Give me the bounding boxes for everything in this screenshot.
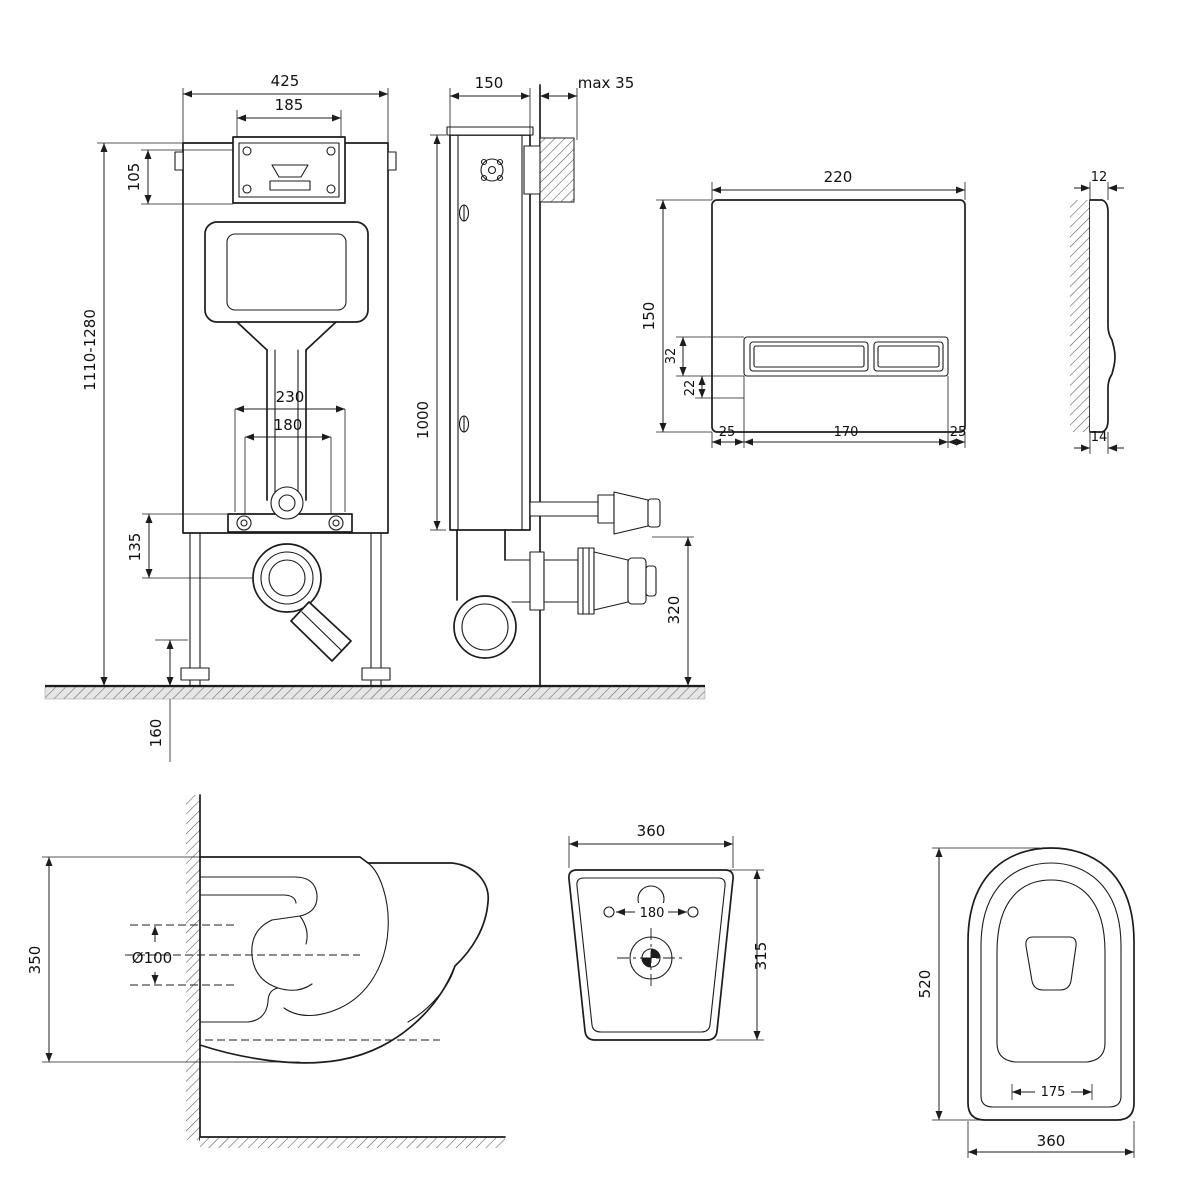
bowl-back-view: 180 360 315 [568,822,770,1041]
dim-plate-left-margin: 25 [719,425,736,440]
dim-outlet-height: 135 [126,533,144,562]
dim-drain-height: 320 [665,596,683,625]
dim-outlet-diameter: Ø100 [132,949,172,967]
dim-top-width: 360 [1037,1132,1066,1150]
bowl-side-view: 350 Ø100 [26,794,506,1148]
dim-bowl-height: 350 [26,946,44,975]
dim-plate-bottom-thickness: 14 [1091,430,1108,445]
dim-button-span: 170 [834,425,859,440]
dim-foot-height: 160 [147,719,165,748]
dim-plate-width: 220 [824,168,853,186]
floor [44,684,706,700]
frame-front-view: 425 185 105 1110-1280 230 180 135 160 [81,72,397,762]
dim-back-width: 360 [637,822,666,840]
dim-button-bottom-offset: 22 [683,380,698,397]
dim-outlet-span: 180 [274,416,303,434]
frame-side-view: 150 max 35 1000 320 [414,74,694,687]
flush-plate-side-view: 12 14 [1070,170,1124,454]
dim-plate-top-thickness: 12 [1091,170,1108,185]
dim-top-depth: 520 [916,970,934,999]
dim-frame-depth: 150 [475,74,504,92]
dim-wall-adjust: max 35 [578,74,635,92]
flush-plate-front-view: 220 150 32 22 25 170 25 [640,168,966,448]
dim-access-width: 185 [275,96,304,114]
bowl-top-view: 520 175 360 [916,847,1135,1158]
dim-frame-width: 425 [271,72,300,90]
dim-frame-height-range: 1110-1280 [81,309,99,391]
dim-anchor-span: 230 [276,388,305,406]
dim-plate-right-margin: 25 [950,425,967,440]
dim-rail-height: 1000 [414,401,432,439]
dim-bolt-span: 180 [640,906,665,921]
dim-seat-bolt-span: 175 [1041,1085,1066,1100]
dim-plate-height: 150 [640,302,658,331]
dim-back-height: 315 [752,942,770,971]
dim-access-height: 105 [125,163,143,192]
dim-button-height: 32 [664,348,679,365]
